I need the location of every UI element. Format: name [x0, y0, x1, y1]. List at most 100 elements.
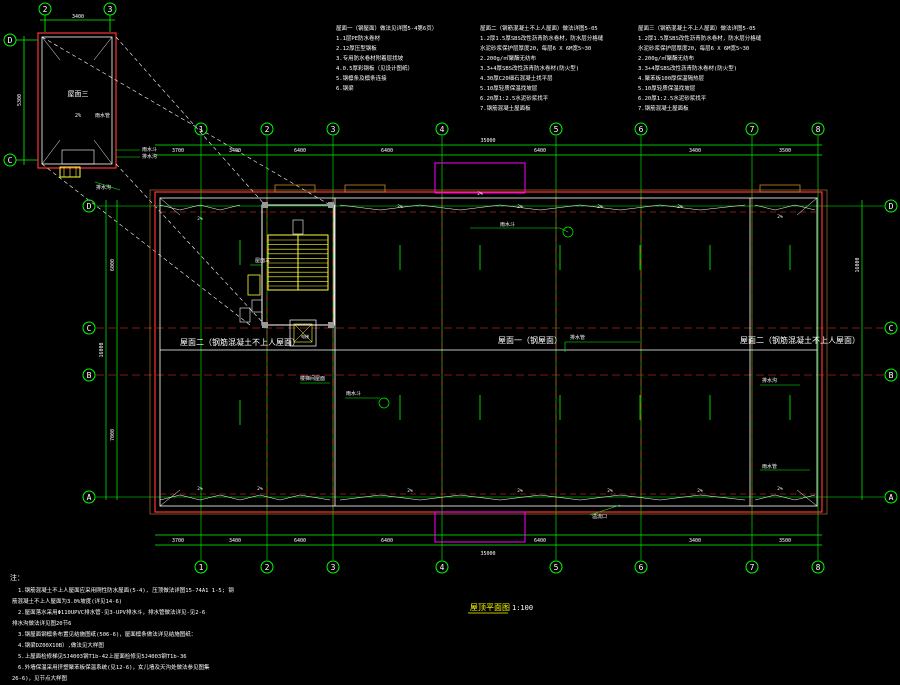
dim-bottom-total: 35000: [480, 551, 495, 557]
slope-texts: 2% 2% 2% 2% 2% 2% 2% 2% 2% 2% 2% 2% 2% 2…: [197, 191, 783, 494]
axis-label-row-D-right: D: [889, 202, 894, 211]
dim-top-2: 6400: [294, 148, 306, 154]
axis-bubble-col-8-top: [811, 122, 825, 136]
detail-axis-label-2: 2: [43, 5, 48, 14]
axis-bubble-col-2-top: [260, 122, 274, 136]
detail-inset: 2 3 3400 D C 5300 屋面三 2% 雨水管 雨水斗 排水沟 排: [3, 2, 157, 191]
note2-line-1: 1.2厚1.5厚SBS改性沥青防水卷材，防水层分格缝: [480, 34, 604, 42]
note1-line-1: 1.1层PE防水卷材: [336, 34, 381, 42]
bottom-notes-heading: 注：: [10, 573, 24, 582]
building-outline: [149, 162, 828, 543]
slope-12: 2%: [777, 486, 783, 492]
axis-bubble-row-B-right: [884, 368, 898, 382]
axis-bubble-row-D-left: [82, 199, 96, 213]
note-gutter-right: 排水沟: [762, 377, 777, 384]
axis-label-col-4-top: 4: [440, 125, 445, 134]
axis-label-row-C-left: C: [87, 324, 92, 333]
dim-left-total: 16000: [99, 342, 105, 357]
note-drain: 排水管: [570, 334, 585, 341]
axis-label-col-7-bottom: 7: [750, 563, 755, 572]
slope-7: 2%: [257, 486, 263, 492]
bottom-note-8: 26-6)，见节点大样图: [12, 674, 68, 682]
slope-arrows: [239, 240, 791, 425]
note3-line-5: 4.聚苯板100厚保温隔热层: [638, 74, 705, 82]
bottom-note-5: 4.钢梁DZ00X10B）,做法见大样图: [18, 641, 104, 649]
elevator-label: 电梯: [301, 333, 309, 339]
dim-left-lower: 7000: [110, 429, 116, 441]
axis-label-col-3-bottom: 3: [331, 563, 336, 572]
axis-bubble-col-1-bottom: [194, 560, 208, 574]
note2-line-5: 4.30厚C20细石混凝土找平层: [480, 74, 553, 82]
axis-label-row-D-left: D: [87, 202, 92, 211]
note3-line-0: 屋面三（钢筋混凝土不上人屋面）做法详图5-05: [638, 24, 756, 32]
bottom-note-0: 1.钢筋混凝土不上人屋面应采用刚性防水屋面(5-4), 压顶做法详图15-74A…: [18, 586, 234, 594]
axis-label-col-1-top: 1: [199, 125, 204, 134]
dim-top-6: 3500: [779, 148, 791, 154]
elevator-shaft: [289, 319, 317, 347]
slope-3: 2%: [597, 204, 603, 210]
drawing-title: 屋顶平面图 1:100: [468, 603, 533, 614]
slope-10: 2%: [607, 488, 613, 494]
note2-line-6: 5.10厚轻质保温找坡层: [480, 84, 538, 92]
note1-line-0: 屋面一（钢屋面）做法见详图5-4第6页）: [336, 24, 437, 32]
detail-axis-label-D: D: [8, 36, 13, 45]
slope-4: 2%: [677, 204, 683, 210]
detail-drain-note: 雨水管: [95, 112, 110, 119]
note3-line-3: 2.200g/㎡聚酯无纺布: [638, 54, 695, 62]
dim-top-4: 6400: [534, 148, 546, 154]
note-overflow: 溢流口: [592, 513, 607, 520]
axis-bubble-row-A-left: [82, 490, 96, 504]
axis-bubble-row-D-right: [884, 199, 898, 213]
dim-top-1: 3400: [229, 148, 241, 154]
axis-label-col-5-top: 5: [554, 125, 559, 134]
axis-bubble-col-8-bottom: [811, 560, 825, 574]
title-text: 屋顶平面图: [470, 603, 510, 612]
axis-label-row-A-right: A: [889, 493, 894, 502]
inner-wall: [159, 197, 818, 507]
detail-axis-label-C: C: [8, 156, 13, 165]
note-gutter2-right: 雨水管: [762, 463, 777, 470]
plan-labels: 屋面二（钢筋混凝土不上人屋面） 屋面一（钢屋面） 屋面二（钢筋混凝土不上人屋面）…: [180, 221, 860, 520]
note3-line-8: 7.钢筋混凝土屋面板: [638, 104, 689, 112]
bottom-bay-window: [434, 511, 526, 543]
note3-line-6: 5.10厚轻质保温找坡层: [638, 84, 696, 92]
dim-bottom-3: 6400: [381, 538, 393, 544]
note-outlet-mid: 雨水斗: [346, 390, 361, 397]
slope-13: 2%: [477, 191, 483, 197]
axis-bubble-col-5-bottom: [549, 560, 563, 574]
axis-label-row-C-right: C: [889, 324, 894, 333]
axis-bubble-row-A-right: [884, 490, 898, 504]
axis-label-row-A-left: A: [87, 493, 92, 502]
note1-line-5: 5.钢檩条及檩条连接: [336, 74, 387, 82]
note2-line-0: 屋面二（钢筋混凝土不上人屋面）做法详图5-05: [480, 24, 598, 32]
detail-label-outlet: 雨水斗: [142, 146, 157, 153]
note2-line-2: 水泥砂浆保护层厚度20，每层6 X 6M宽5~30: [480, 44, 591, 52]
bottom-notes: 注： 1.钢筋混凝土不上人屋面应采用刚性防水屋面(5-4), 压顶做法详图15-…: [10, 573, 234, 682]
bottom-note-2: 2.屋面落水采用Φ110UPVC排水管-见3-UPV排水斗，排水管做法详见-见2…: [18, 608, 205, 616]
detail-label-gutter: 排水沟: [142, 153, 157, 160]
axis-label-row-B-right: B: [889, 371, 894, 380]
slope-5: 2%: [777, 214, 783, 220]
axis-bubble-row-C-left: [82, 321, 96, 335]
note3-line-7: 6.20厚1:2.5水泥砂浆找平: [638, 94, 707, 102]
dim-right-total: 16000: [855, 257, 861, 272]
dim-left-upper: 6000: [110, 259, 116, 271]
dim-bottom-1: 3400: [229, 538, 241, 544]
axis-label-col-5-bottom: 5: [554, 563, 559, 572]
axis-label-col-8-bottom: 8: [816, 563, 821, 572]
note3-line-4: 3.3+4厚SBS改性沥青防水卷材(防火型): [638, 64, 737, 72]
note2-line-8: 7.钢筋混凝土屋面板: [480, 104, 531, 112]
axis-bubble-col-3-bottom: [326, 560, 340, 574]
axis-label-col-2-top: 2: [265, 125, 270, 134]
dimension-lines: [105, 144, 863, 546]
detail-axis-label-3: 3: [108, 5, 113, 14]
axis-label-col-6-top: 6: [639, 125, 644, 134]
slope-6: 2%: [197, 486, 203, 492]
axis-bubble-col-6-top: [634, 122, 648, 136]
dim-top-total: 35000: [480, 138, 495, 144]
detail-room-label: 屋面三: [68, 90, 89, 98]
slope-0: 2%: [197, 216, 203, 222]
axis-label-col-8-top: 8: [816, 125, 821, 134]
dim-bottom-2: 6400: [294, 538, 306, 544]
title-scale: 1:100: [512, 604, 533, 612]
